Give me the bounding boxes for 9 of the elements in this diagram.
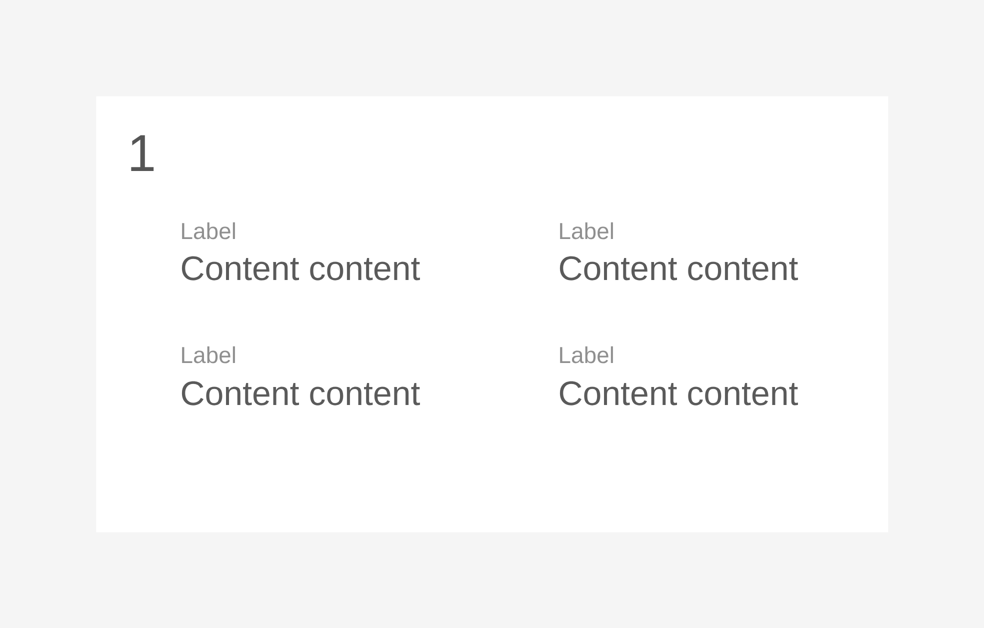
field-label: Label [560, 346, 613, 364]
field-label: Label [182, 346, 235, 364]
field-value: Content content [560, 381, 798, 406]
field-value: Content content [182, 256, 420, 280]
field-value: Content content [560, 256, 798, 280]
field-label: Label [182, 222, 235, 240]
field-value: Content content [182, 381, 420, 406]
field-label: Label [560, 222, 613, 240]
section-number: 1 [131, 135, 154, 171]
